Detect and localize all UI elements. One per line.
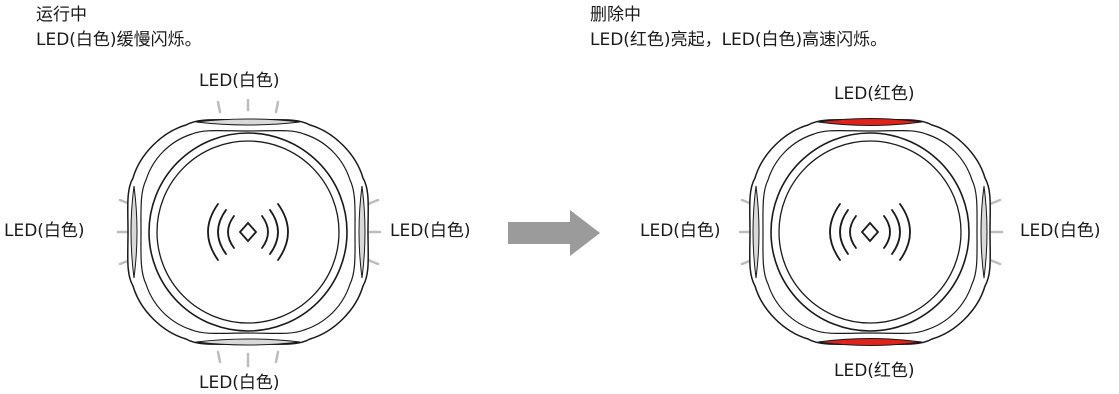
right-led-bottom-label: LED(红色) xyxy=(834,361,915,381)
right-state-description: LED(红色)亮起，LED(白色)高速闪烁。 xyxy=(590,30,888,50)
left-led-left xyxy=(130,185,138,279)
right-arrow-icon xyxy=(508,210,600,256)
right-state-heading: 删除中 xyxy=(590,5,641,25)
left-led-bottom xyxy=(195,338,301,346)
left-inner-ring xyxy=(156,140,340,324)
left-reader-device xyxy=(116,98,382,368)
left-inner-body xyxy=(140,130,356,334)
left-led-right-label: LED(白色) xyxy=(390,221,471,241)
left-state-description: LED(白色)缓慢闪烁。 xyxy=(36,30,202,50)
right-led-left xyxy=(752,185,760,279)
left-outer-ring xyxy=(148,132,348,332)
right-outer-ring xyxy=(770,132,970,332)
right-led-top-label: LED(红色) xyxy=(834,84,915,104)
right-blink-rays xyxy=(738,198,1004,266)
left-state-heading: 运行中 xyxy=(36,5,87,25)
left-led-top xyxy=(195,118,301,126)
right-led-left-label: LED(白色) xyxy=(640,221,721,241)
right-led-right xyxy=(980,185,988,279)
left-led-right xyxy=(358,185,366,279)
right-inner-body xyxy=(762,130,978,334)
right-inner-ring xyxy=(778,140,962,324)
nfc-reader-icon xyxy=(829,203,911,261)
right-led-top xyxy=(817,118,923,126)
nfc-reader-icon xyxy=(207,203,289,261)
left-led-bottom-label: LED(白色) xyxy=(199,373,280,393)
right-led-bottom xyxy=(817,338,923,346)
right-led-right-label: LED(白色) xyxy=(1020,221,1101,241)
left-led-left-label: LED(白色) xyxy=(4,221,85,241)
left-led-top-label: LED(白色) xyxy=(199,71,280,91)
right-reader-device xyxy=(738,118,1004,346)
